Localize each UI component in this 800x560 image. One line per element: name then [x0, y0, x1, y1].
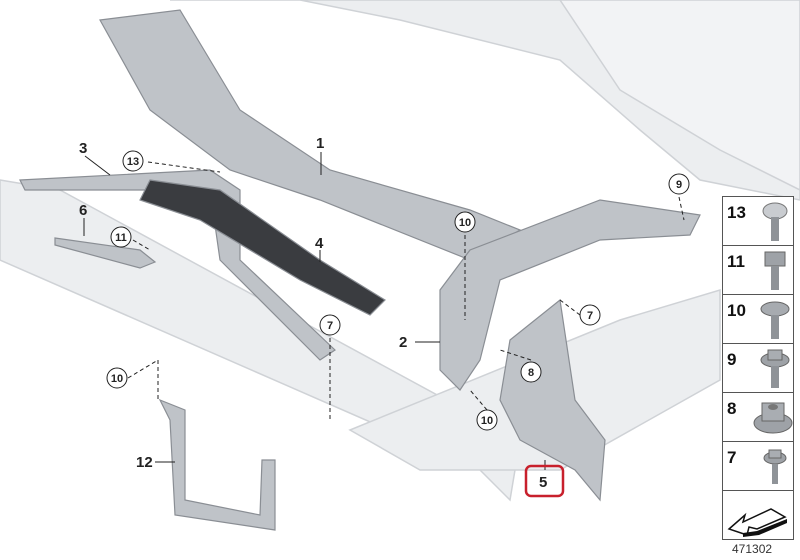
- diagram-number: 471302: [732, 542, 773, 556]
- part-1-carrier: [99, 9, 522, 261]
- hex-flange-screw-icon: [760, 349, 790, 388]
- part-5-bracket: [499, 298, 606, 502]
- direction-arrow: [723, 491, 793, 539]
- label-4: 4: [315, 235, 324, 252]
- highlight-box-5: [524, 464, 565, 498]
- callout-9: 9: [668, 173, 690, 195]
- part-12-handle: [158, 398, 276, 531]
- callout-10: 10: [476, 409, 498, 431]
- label-3: 3: [79, 140, 87, 157]
- svg-text:11: 11: [115, 232, 127, 244]
- part-4-duct: [139, 179, 386, 316]
- callout-8: 8: [520, 361, 542, 383]
- callout-11: 11: [110, 226, 132, 248]
- fastener-8: 8: [723, 393, 793, 442]
- part-3-strut: [19, 169, 336, 361]
- flange-nut-icon: [753, 402, 793, 434]
- label-1: 1: [316, 135, 324, 152]
- leader-lines: [127, 161, 685, 420]
- front-direction-arrow-icon: [727, 508, 787, 537]
- callout-13: 13: [122, 150, 144, 172]
- label-12: 12: [136, 454, 153, 471]
- callout-10: 10: [106, 367, 128, 389]
- label-5[interactable]: 5: [539, 474, 547, 491]
- hex-bolt-icon: [764, 251, 786, 290]
- fastener-legend: 13 11 10 9 8 7: [722, 196, 794, 540]
- svg-text:10: 10: [459, 217, 471, 229]
- hex-flange-bolt-icon: [763, 449, 787, 484]
- svg-text:10: 10: [481, 415, 493, 427]
- svg-text:8: 8: [528, 367, 534, 379]
- svg-text:10: 10: [111, 373, 123, 385]
- svg-text:9: 9: [676, 179, 682, 191]
- svg-text:13: 13: [127, 156, 139, 168]
- callout-10: 10: [454, 211, 476, 233]
- part-2-bracket: [439, 199, 701, 391]
- fastener-11: 11: [723, 246, 793, 295]
- fastener-7: 7: [723, 442, 793, 491]
- svg-text:7: 7: [327, 320, 333, 332]
- fastener-13: 13: [723, 197, 793, 246]
- torx-washer-screw-icon: [760, 301, 790, 339]
- pan-head-screw-icon: [762, 202, 788, 241]
- part-6-bracket: [54, 237, 157, 269]
- fastener-9: 9: [723, 344, 793, 393]
- label-6: 6: [79, 202, 87, 219]
- label-2: 2: [399, 334, 407, 351]
- svg-text:7: 7: [587, 310, 593, 322]
- callouts: 13 11 7 10 10 10 9 7 8: [106, 150, 690, 431]
- callout-7: 7: [319, 314, 341, 336]
- fastener-10: 10: [723, 295, 793, 344]
- parts: [19, 9, 701, 531]
- callout-7: 7: [579, 304, 601, 326]
